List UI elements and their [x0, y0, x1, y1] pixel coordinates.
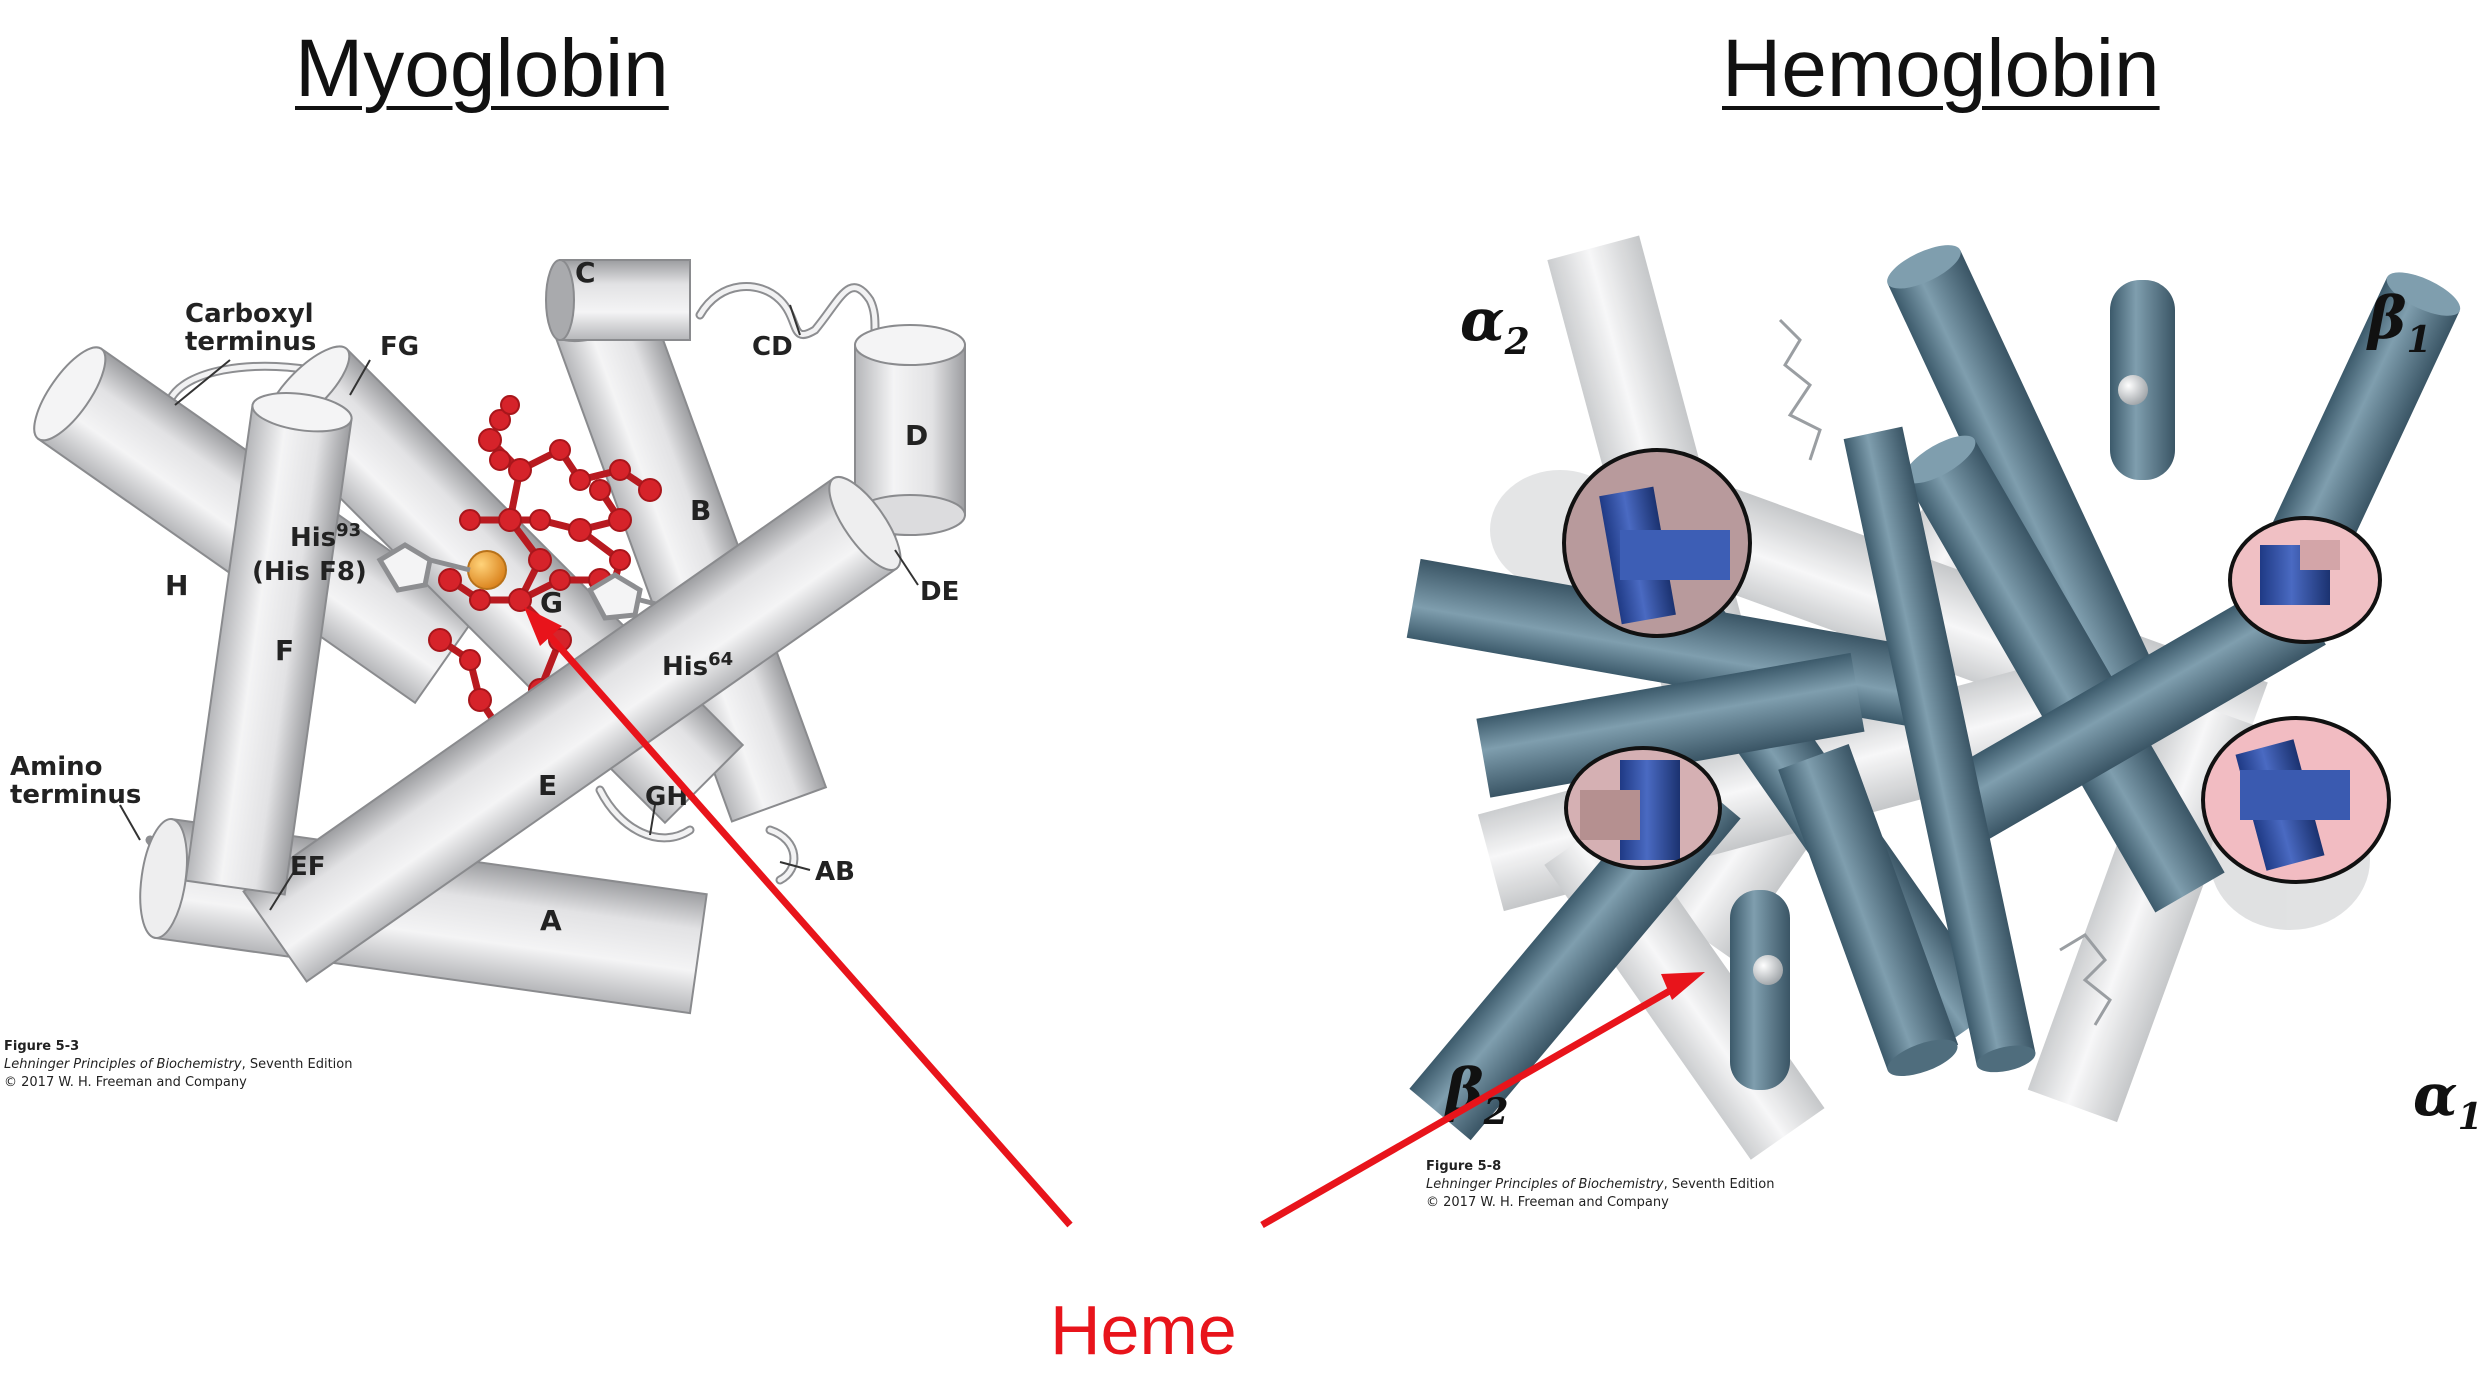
label-loop-EF: EF [290, 852, 326, 882]
label-helix-E: E [538, 769, 557, 802]
iron-atom [467, 550, 507, 590]
helix-C [545, 259, 691, 341]
hemoglobin-structure: α2 β1 β2 α1 [1406, 235, 2483, 1160]
myoglobin-figure-credit: Figure 5-3 Lehninger Principles of Bioch… [4, 1039, 353, 1090]
label-his93: His93 [290, 520, 361, 553]
hemoglobin-beta-chains [1406, 245, 2461, 1141]
label-carboxyl-terminus-2: terminus [185, 327, 316, 357]
myoglobin-title: Myoglobin [295, 23, 669, 114]
iron-atom-beta2 [1753, 955, 1783, 985]
label-carboxyl-terminus: Carboxyl [185, 299, 314, 329]
label-alpha1: α1 [2413, 1061, 2483, 1138]
hemoglobin-figure-credit: Figure 5-8 Lehninger Principles of Bioch… [1426, 1159, 1775, 1210]
label-helix-H: H [165, 569, 188, 602]
arrowhead-myoglobin [524, 607, 562, 646]
label-beta1: β1 [2366, 284, 2432, 361]
helix-F [184, 392, 353, 896]
label-his64: His64 [662, 649, 733, 682]
helix-D [854, 324, 966, 536]
heme-label: Heme [1050, 1291, 1237, 1369]
heme-groups-back [1778, 318, 2112, 1026]
label-amino-terminus: Amino [10, 752, 103, 782]
heme-arrows [524, 607, 1705, 1229]
label-amino-terminus-2: terminus [10, 780, 141, 810]
arrow-to-hemoglobin-heme [1260, 981, 1682, 1229]
label-helix-D: D [905, 419, 928, 452]
label-helix-F: F [275, 634, 294, 667]
iron-atom-beta1 [2118, 375, 2148, 405]
helix-E [242, 476, 902, 983]
label-his-f8: (His F8) [252, 557, 367, 587]
label-helix-B: B [690, 494, 711, 527]
subunit-contact-circles [1562, 448, 2391, 884]
label-alpha2: α2 [1460, 286, 1530, 363]
hemoglobin-title: Hemoglobin [1722, 23, 2160, 114]
label-loop-CD: CD [752, 332, 793, 362]
label-helix-C: C [575, 256, 596, 289]
label-helix-A: A [540, 904, 562, 937]
heme-myoglobin [428, 395, 662, 742]
label-helix-G: G [540, 586, 563, 619]
label-loop-DE: DE [920, 577, 959, 607]
arrowhead-hemoglobin [1661, 972, 1705, 1000]
label-loop-FG: FG [380, 332, 419, 362]
arrow-to-myoglobin-heme [537, 622, 1073, 1228]
myoglobin-structure: A B C D E F G H AB CD DE EF FG GH Carbox… [10, 256, 966, 1015]
label-loop-AB: AB [815, 857, 855, 887]
